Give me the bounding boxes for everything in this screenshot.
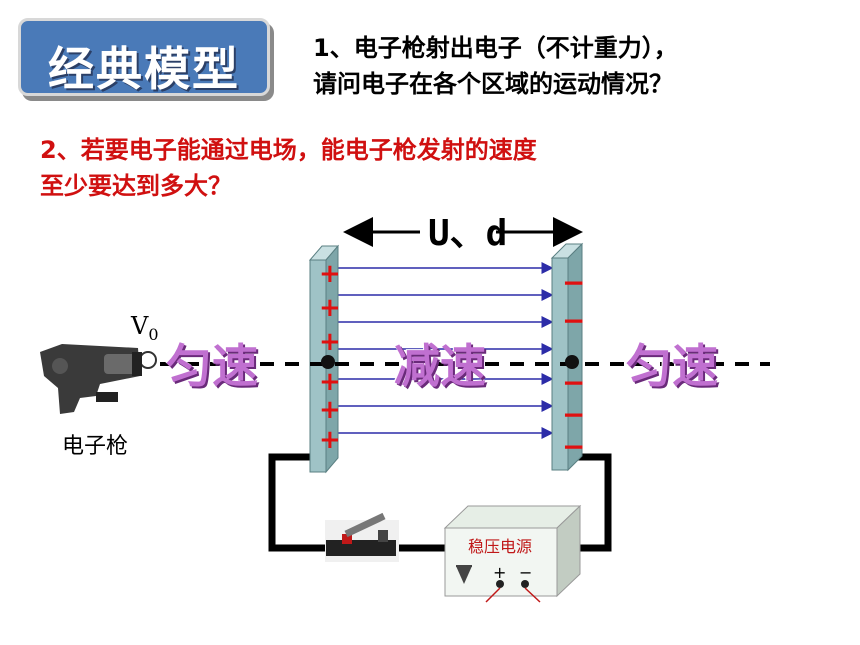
electron — [139, 351, 157, 369]
positive-charge: + — [319, 395, 341, 425]
region-left-label: 匀速 — [166, 339, 258, 393]
title-badge: 经典模型 — [18, 18, 270, 96]
plus-terminal-label: + — [493, 563, 506, 582]
positive-charge: + — [319, 425, 341, 455]
electron-gun-icon — [40, 344, 142, 414]
positive-charge: + — [319, 293, 341, 323]
negative-charge: − — [562, 366, 585, 399]
velocity-symbol: V — [131, 312, 149, 340]
switch-icon — [325, 512, 399, 562]
negative-charge: − — [562, 304, 585, 337]
question-1-line-2: 请问电子在各个区域的运动情况？ — [313, 70, 673, 98]
question-2: 2、若要电子能通过电场，能电子枪发射的速度 至少要达到多大？ — [40, 132, 537, 204]
negative-charge: − — [562, 398, 585, 431]
velocity-label: V0 — [131, 312, 159, 344]
question-1-line-1: 1、电子枪射出电子（不计重力）， — [313, 34, 678, 62]
minus-terminal-label: − — [519, 563, 532, 582]
power-supply-icon — [443, 504, 582, 603]
positive-charge: + — [319, 367, 341, 397]
electron-gun-label: 电子枪 — [62, 434, 129, 459]
question-2-line-2: 至少要达到多大？ — [40, 172, 232, 200]
field-lines — [322, 262, 554, 439]
right-plate-charges: − − − − − — [562, 266, 585, 463]
question-1: 1、电子枪射出电子（不计重力）， 请问电子在各个区域的运动情况？ — [313, 30, 678, 102]
negative-charge: − — [562, 430, 585, 463]
exit-hole — [565, 355, 579, 369]
gap-label: U、d — [428, 213, 507, 254]
title-badge-label: 经典模型 — [48, 42, 240, 96]
question-2-line-1: 2、若要电子能通过电场，能电子枪发射的速度 — [40, 136, 537, 164]
region-right-label: 匀速 — [626, 339, 718, 393]
positive-charge: + — [319, 327, 341, 357]
velocity-subscript: 0 — [148, 324, 159, 344]
positive-charge: + — [319, 259, 341, 289]
power-supply-label: 稳压电源 — [468, 537, 532, 556]
region-middle-label: 减速 — [394, 339, 486, 393]
entry-hole — [321, 355, 335, 369]
left-plate-charges: + + + + + + — [319, 259, 341, 455]
negative-charge: − — [562, 266, 585, 299]
